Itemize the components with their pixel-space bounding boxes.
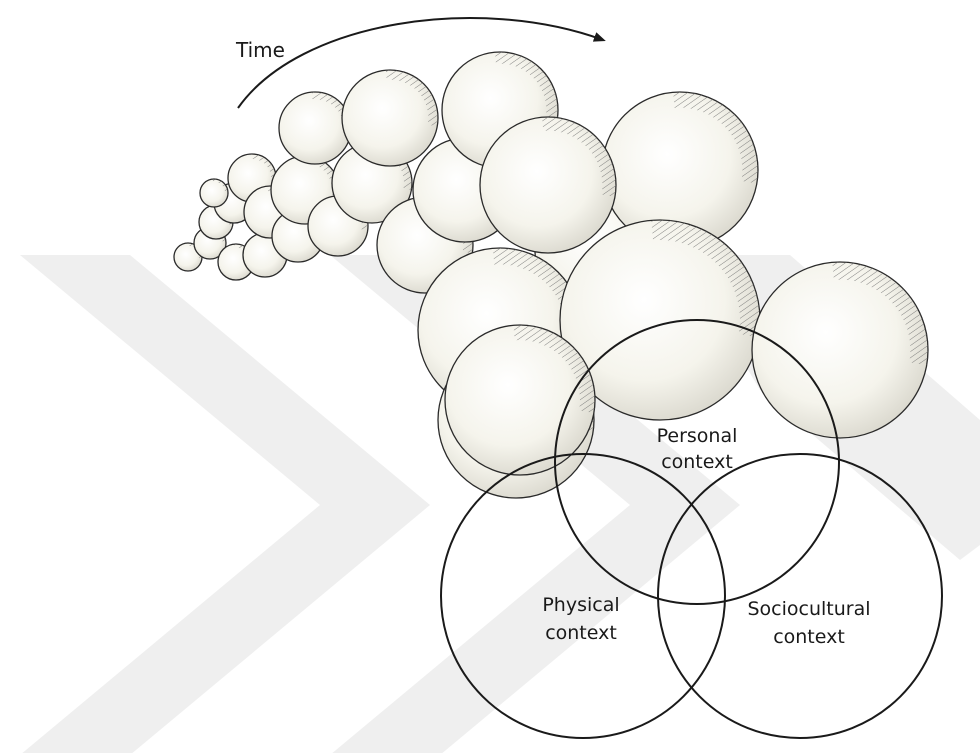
- physical-context-word: context: [545, 622, 617, 644]
- personal-context-word: context: [661, 451, 733, 473]
- sociocultural-label: Sociocultural: [747, 598, 870, 620]
- personal-label: Personal: [657, 425, 738, 447]
- physical-label: Physical: [542, 594, 619, 616]
- time-label: Time: [235, 38, 285, 62]
- sociocultural-context-word: context: [773, 626, 845, 648]
